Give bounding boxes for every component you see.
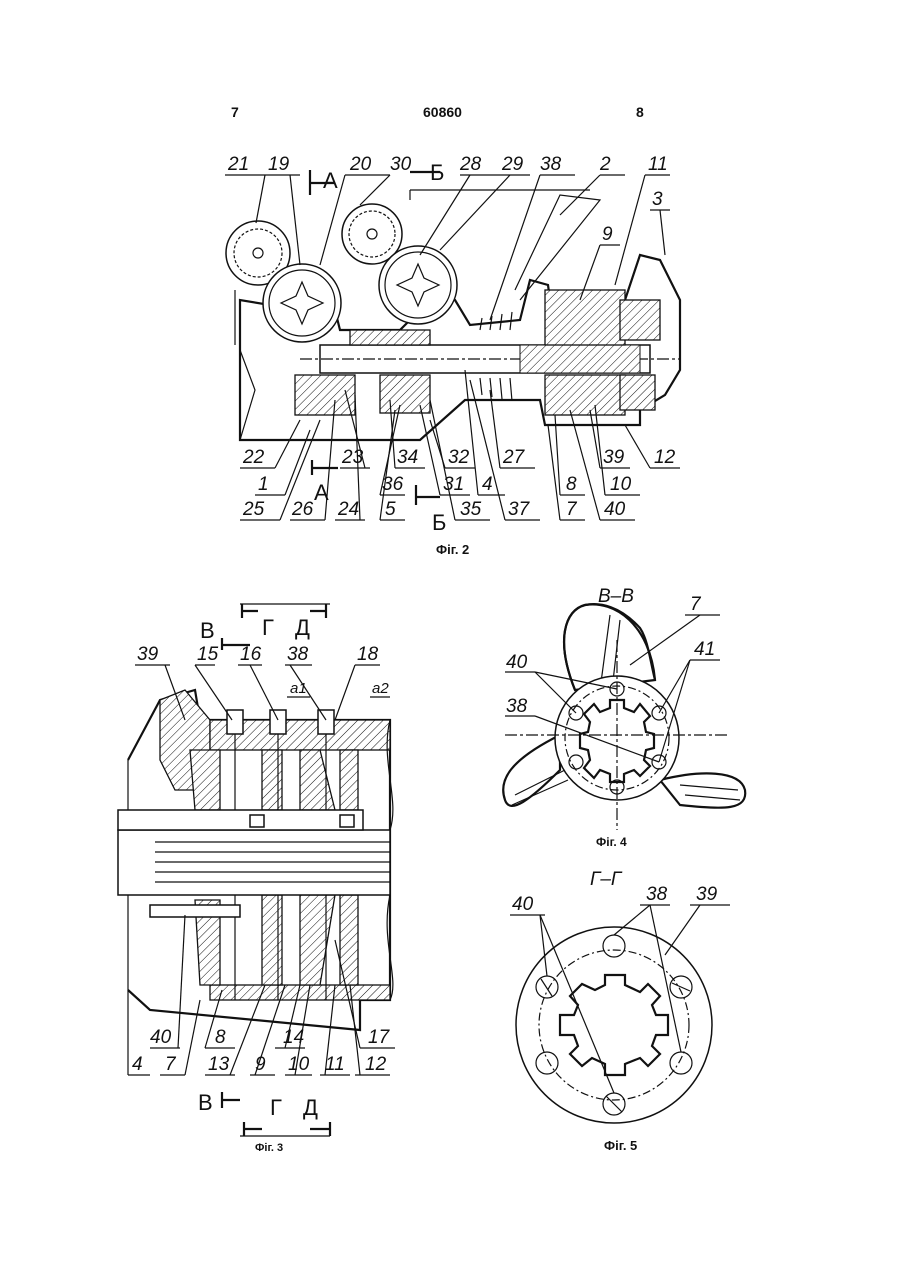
svg-text:17: 17 (368, 1027, 391, 1048)
roller-right (379, 246, 457, 324)
svg-text:9: 9 (602, 224, 613, 245)
svg-text:4: 4 (132, 1054, 143, 1075)
svg-text:11: 11 (648, 154, 668, 175)
svg-text:9: 9 (255, 1054, 266, 1075)
section-mark-v-bottom: В (198, 1090, 213, 1115)
svg-text:20: 20 (349, 154, 372, 175)
section-mark-d-top: Д (295, 615, 310, 640)
svg-text:39: 39 (603, 447, 625, 468)
svg-text:38: 38 (287, 644, 309, 665)
fig2-bottom-labels: 22 1 25 26 23 24 34 5 36 32 31 35 27 4 3… (242, 447, 676, 520)
svg-text:21: 21 (227, 154, 249, 175)
svg-text:14: 14 (283, 1027, 304, 1048)
svg-text:8: 8 (215, 1027, 226, 1048)
svg-text:26: 26 (291, 499, 314, 520)
svg-text:27: 27 (502, 447, 526, 468)
svg-text:2: 2 (599, 154, 611, 175)
svg-text:3: 3 (652, 189, 663, 210)
section-mark-g-top: Г (262, 615, 274, 640)
svg-text:25: 25 (242, 499, 265, 520)
svg-text:30: 30 (390, 154, 412, 175)
svg-text:35: 35 (460, 499, 482, 520)
svg-text:11: 11 (325, 1054, 345, 1075)
svg-text:40: 40 (150, 1027, 172, 1048)
section-mark-v-top: В (200, 618, 215, 643)
svg-text:4: 4 (482, 474, 493, 495)
svg-text:12: 12 (654, 447, 676, 468)
fig2-caption: Фіг. 2 (436, 542, 469, 557)
svg-text:13: 13 (208, 1054, 230, 1075)
svg-text:10: 10 (288, 1054, 310, 1075)
fig4-section-title: В–В (598, 586, 634, 607)
roller-left (263, 264, 341, 342)
svg-text:18: 18 (357, 644, 379, 665)
svg-text:a1: a1 (290, 680, 307, 697)
svg-text:12: 12 (365, 1054, 387, 1075)
fig5-section-title: Г–Г (590, 869, 623, 890)
section-mark-a-top: А (323, 168, 338, 193)
fig3-caption: Фіг. 3 (255, 1142, 283, 1154)
svg-text:7: 7 (165, 1054, 177, 1075)
figure-4: В–В 7 40 41 38 (503, 586, 745, 830)
svg-text:28: 28 (459, 154, 482, 175)
svg-text:1: 1 (258, 474, 269, 495)
svg-text:23: 23 (341, 447, 364, 468)
figure-3: В Г Д В Г Д (118, 604, 395, 1136)
svg-text:39: 39 (137, 644, 159, 665)
svg-text:15: 15 (197, 644, 219, 665)
svg-text:41: 41 (694, 639, 715, 660)
svg-text:7: 7 (690, 594, 702, 615)
svg-text:24: 24 (337, 499, 359, 520)
svg-text:40: 40 (506, 652, 528, 673)
section-mark-b-bottom: Б (432, 510, 446, 535)
svg-text:38: 38 (506, 696, 528, 717)
svg-text:a2: a2 (372, 680, 389, 697)
svg-text:10: 10 (610, 474, 632, 495)
svg-text:19: 19 (268, 154, 290, 175)
svg-text:40: 40 (604, 499, 626, 520)
fig4-caption: Фіг. 4 (596, 835, 627, 849)
figure-2: А Б А Б 21 19 20 30 28 29 38 2 11 (225, 154, 680, 535)
fig5-caption: Фіг. 5 (604, 1138, 637, 1153)
svg-text:16: 16 (240, 644, 262, 665)
svg-text:7: 7 (566, 499, 578, 520)
svg-text:8: 8 (566, 474, 577, 495)
svg-text:37: 37 (508, 499, 531, 520)
section-mark-d-bottom: Д (303, 1095, 318, 1120)
fig3-top-labels: 39 15 16 38 18 a1 a2 (137, 644, 389, 697)
svg-text:31: 31 (443, 474, 464, 495)
svg-text:38: 38 (646, 884, 668, 905)
section-mark-b-top: Б (430, 160, 444, 185)
svg-text:5: 5 (385, 499, 396, 520)
svg-text:29: 29 (501, 154, 524, 175)
svg-text:38: 38 (540, 154, 562, 175)
svg-text:22: 22 (242, 447, 265, 468)
svg-text:34: 34 (397, 447, 418, 468)
svg-text:36: 36 (382, 474, 404, 495)
svg-text:32: 32 (448, 447, 470, 468)
figure-5: Г–Г 40 38 39 (510, 869, 730, 1123)
fig3-bottom-labels: 40 8 4 7 13 9 14 10 11 17 12 (132, 1027, 391, 1075)
section-mark-g-bottom: Г (270, 1095, 282, 1120)
svg-text:40: 40 (512, 894, 534, 915)
svg-text:39: 39 (696, 884, 718, 905)
